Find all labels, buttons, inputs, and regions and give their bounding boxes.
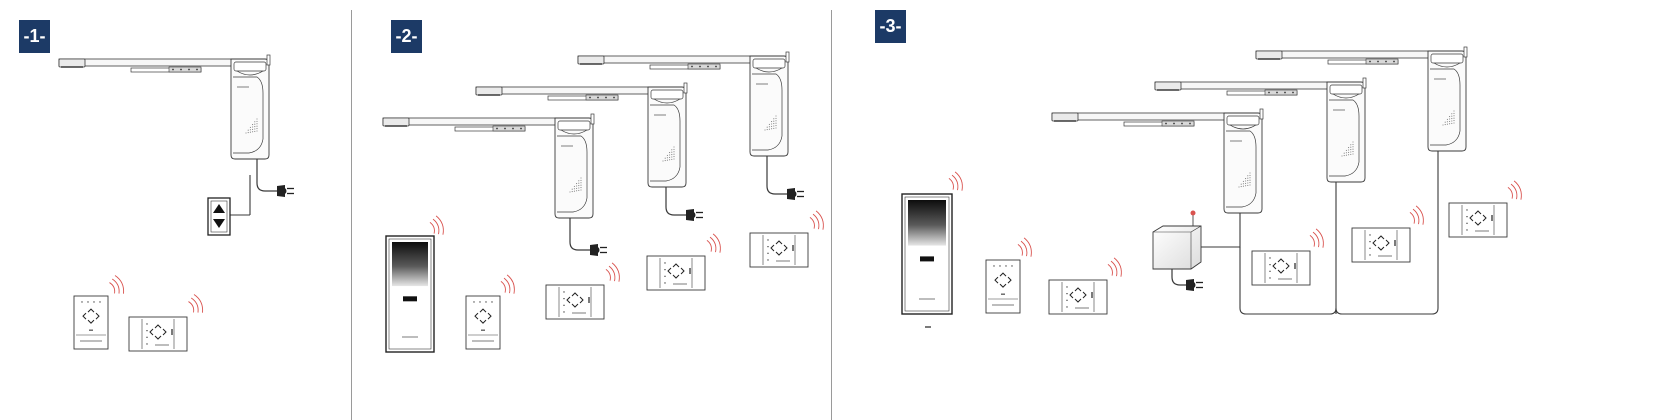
panel-2-keypad-remote [465,295,501,350]
panel-2-operator-a [382,113,595,219]
panel-3-signal-panel [948,171,963,191]
panel-2-plug-a [569,218,607,256]
panel-2-operator-c [577,51,790,157]
panel-2-signal-c [809,210,824,230]
panel-1-keypad-remote [73,295,109,350]
panel-3-wall-remote-a [1048,279,1108,315]
panel-3-signal-d [1507,180,1522,200]
panel-1-wall-remote [128,316,188,352]
panel-3-keypad-remote [985,259,1021,314]
panel-3-wall-remote-b [1251,250,1311,286]
panel-2-signal-panel [429,215,444,235]
panel-2-signal-keypad [500,274,515,294]
panel-2-plug-c [766,156,804,200]
panel-3-wall-remote-d [1448,202,1508,238]
panel-3-signal-c [1409,205,1424,225]
panel-3-badge: -3- [875,10,906,43]
panel-2-wall-panel [385,235,435,353]
panel-3-signal-a [1107,257,1122,277]
panel-2-wall-remote-c [749,232,809,268]
panel-2-operator-b [475,82,688,188]
panel-1-signal-b [188,294,204,313]
panel-3-signal-b [1309,228,1324,248]
panel-2-signal-b [706,233,721,253]
panel-3-operator-b [1154,77,1367,183]
panel-divider-1 [351,10,352,420]
panel-3-wiring [1199,151,1439,315]
panel-1-wall-switch [207,175,251,236]
panel-3-control-box [1152,210,1202,270]
panel-2-wall-remote-b [646,255,706,291]
panel-2-wall-remote-a [545,284,605,320]
panel-3-signal-keypad [1017,237,1032,257]
panel-2-badge: -2- [391,20,422,53]
panel-3-operator-a [1051,108,1264,214]
panel-2-signal-a [605,262,620,282]
panel-divider-2 [831,10,832,420]
panel-2-plug-b [665,187,703,221]
panel-1-plug [256,159,294,197]
panel-1-operator [58,54,271,160]
panel-1-signal-a [109,275,125,294]
panel-3-operator-c [1255,46,1468,152]
panel-3-plug [1171,269,1203,291]
panel-1-badge: -1- [19,20,50,53]
panel-3-wall-remote-c [1351,227,1411,263]
panel-3-wall-panel [901,193,953,315]
